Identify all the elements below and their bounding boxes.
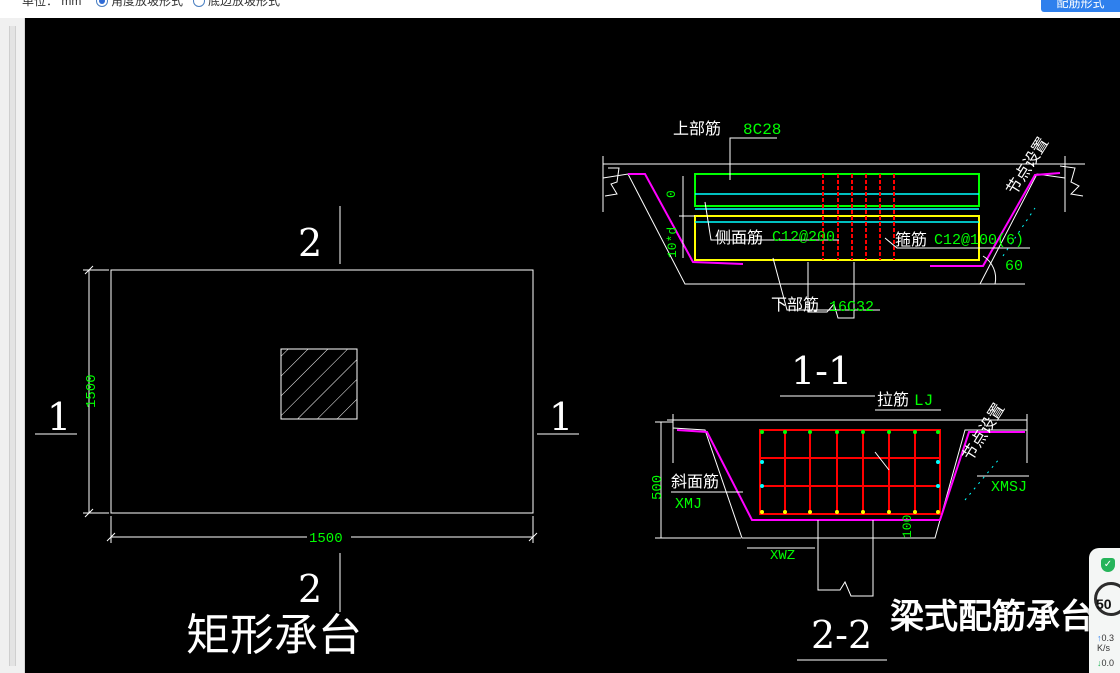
top-rebar-label: 上部筋: [673, 119, 721, 138]
stirrup-value: C12@100(6): [934, 232, 1024, 249]
unit-label: 单位： mm: [22, 0, 82, 8]
drawing-background: [25, 18, 1120, 673]
rebar-dots: [760, 430, 940, 514]
dim-width-text: 1500: [309, 531, 343, 547]
speed-unit: K/s: [1097, 643, 1111, 653]
radio-bottom-slope[interactable]: 底边放坡形式: [193, 0, 280, 9]
angle-arc: [982, 255, 997, 285]
top-toolbar: 单位： mm 角度放坡形式 底边放坡形式 配筋形式: [0, 0, 1120, 18]
dim-text-bg: [307, 527, 351, 545]
progress-ring: [1094, 582, 1120, 616]
section-1-1-title: 1-1: [791, 349, 852, 393]
dim-500: 500: [650, 475, 666, 500]
slope-rebar-value: XMJ: [675, 496, 702, 513]
rebar-cage: [759, 429, 941, 515]
speed2-value: 0.0: [1101, 658, 1115, 668]
bottom-rebar-label: 下部筋: [771, 295, 819, 314]
dim-tick: [84, 508, 94, 518]
column-section: [280, 348, 358, 420]
break-symbol: [604, 167, 620, 197]
plan-view: 1500 1500 1 1 2 2 矩形承台: [35, 206, 579, 661]
widget-percent: 50: [1096, 596, 1112, 612]
stirrup-label: 箍筋: [895, 230, 927, 249]
cad-drawing-canvas: 1500 1500 1 1 2 2 矩形承台: [25, 18, 1120, 673]
tie-value: LJ: [914, 392, 933, 410]
dim-zero: 0: [664, 190, 679, 198]
dim-height-text: 1500: [84, 374, 100, 408]
scrollbar-track[interactable]: [9, 26, 16, 666]
leader: [704, 201, 839, 241]
stirrups: [822, 174, 895, 260]
dim-100: 100: [900, 515, 915, 538]
leader: [729, 137, 777, 180]
radio-angle-slope-label: 角度放坡形式: [111, 0, 184, 8]
section-2-2: 500 100 XWZ 拉筋 LJ 斜面筋 XMJ XMSJ 节点设置 2-2 …: [650, 390, 1094, 661]
top-rebar-value: 8C28: [743, 121, 781, 139]
section-mark-2-top: 2: [298, 221, 322, 265]
tie-pointer: [874, 451, 890, 471]
column-stub: [817, 520, 874, 597]
node-dotted: [1002, 207, 1036, 257]
column-stub: [807, 262, 855, 319]
download-arrow-icon: ↓: [1097, 658, 1102, 668]
speed1-value: 0.3: [1101, 633, 1115, 643]
dim-tick: [84, 265, 94, 275]
break-symbol: [1059, 165, 1084, 197]
left-scroll-strip[interactable]: [0, 18, 25, 673]
slope-rebar-label: 斜面筋: [671, 472, 719, 491]
dim-tick: [528, 532, 538, 542]
cage-bars: [760, 430, 940, 514]
section-mark-1-left: 1: [47, 395, 71, 439]
radio-unselected-icon: [193, 0, 205, 7]
xwz-label: XWZ: [770, 548, 795, 564]
tie-label: 拉筋: [877, 390, 909, 409]
bottom-rebar-value: 16C32: [829, 299, 874, 316]
dim-tick: [106, 532, 116, 542]
leader: [772, 257, 880, 311]
cap-outline: [672, 427, 1027, 539]
slope-rebar: [930, 172, 1061, 267]
plan-title: 矩形承台: [186, 610, 362, 661]
cad-drawing-svg: 1500 1500 1 1 2 2 矩形承台: [25, 18, 1120, 673]
xmsj-label: XMSJ: [991, 479, 1027, 496]
angle-text: 60: [1005, 258, 1023, 275]
side-rebar-value: C12@200: [772, 229, 835, 246]
leader: [884, 237, 1030, 249]
config-form-button[interactable]: 配筋形式: [1041, 0, 1120, 12]
section-mark-2-bottom: 2: [298, 567, 322, 611]
upload-arrow-icon: ↑: [1097, 633, 1102, 643]
section-mark-1-right: 1: [549, 395, 573, 439]
radio-selected-icon: [96, 0, 108, 7]
side-rebar-label: 侧面筋: [715, 228, 763, 247]
subtitle: 梁式配筋承台: [890, 597, 1094, 637]
radio-bottom-slope-label: 底边放坡形式: [208, 0, 281, 8]
pile-cap-outline: [110, 269, 534, 514]
slope-rebar: [628, 173, 744, 265]
radio-angle-slope[interactable]: 角度放坡形式: [96, 0, 183, 9]
shield-check-icon: ✓: [1101, 558, 1115, 572]
slope-rebar: [676, 429, 1025, 521]
section-2-2-title: 2-2: [811, 613, 872, 657]
dim-10d: 10*d: [665, 227, 680, 258]
widget-download-speed: ↓0.0: [1097, 658, 1114, 668]
